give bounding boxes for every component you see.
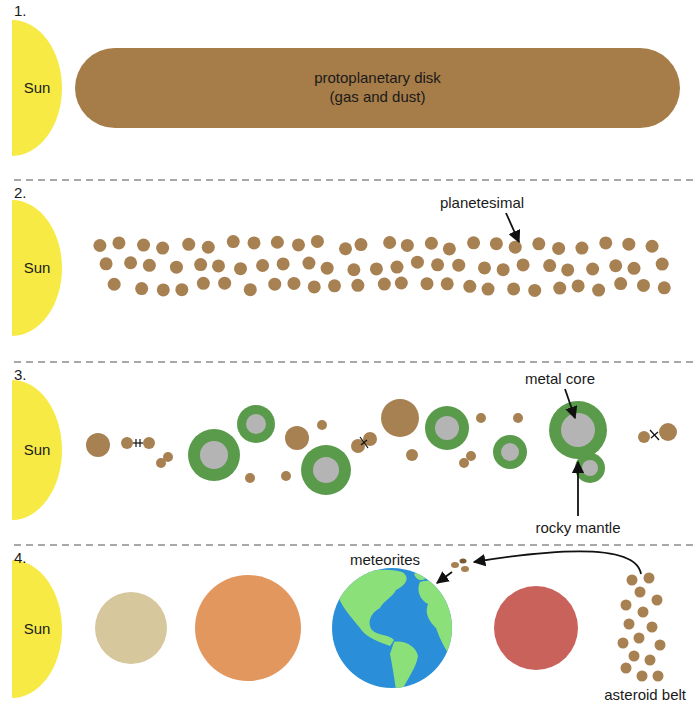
leader-arrow [565, 389, 575, 418]
leader-arrow [506, 213, 519, 242]
earth [332, 568, 452, 690]
sun-shape: Sun [0, 200, 62, 336]
node-label: protoplanetary disk (gas and dust) [303, 69, 453, 107]
sun-shape: Sun [0, 380, 62, 520]
orbit-arrow [474, 551, 641, 574]
protoplanets [86, 399, 677, 495]
leader-arrow [577, 462, 579, 516]
callout-label: asteroid belt [604, 686, 686, 704]
panel-number: 1. [14, 2, 27, 20]
panel-number: 4. [14, 549, 27, 567]
leader-arrow [437, 572, 452, 583]
planetesimal-field [93, 235, 670, 297]
meteorite [451, 559, 469, 573]
callout-label: meteorites [350, 551, 420, 569]
node-label: Sun [24, 620, 51, 639]
collision-mark [133, 430, 659, 448]
planet [195, 575, 301, 681]
node-label: Sun [24, 79, 51, 98]
callout-label: planetesimal [440, 194, 524, 212]
planet [95, 592, 167, 664]
callout-label: metal core [525, 370, 595, 388]
panel-number: 2. [14, 184, 27, 202]
node-label: Sun [24, 259, 51, 278]
sun-shape: Sun [0, 20, 62, 156]
sun-shape: Sun [0, 560, 62, 698]
panel-separator [14, 180, 694, 545]
panel-number: 3. [14, 366, 27, 384]
asteroid-belt [618, 573, 666, 682]
planet [494, 586, 578, 670]
node-label: Sun [24, 441, 51, 460]
callout-label: rocky mantle [535, 519, 620, 537]
disk-band: protoplanetary disk (gas and dust) [75, 48, 680, 128]
